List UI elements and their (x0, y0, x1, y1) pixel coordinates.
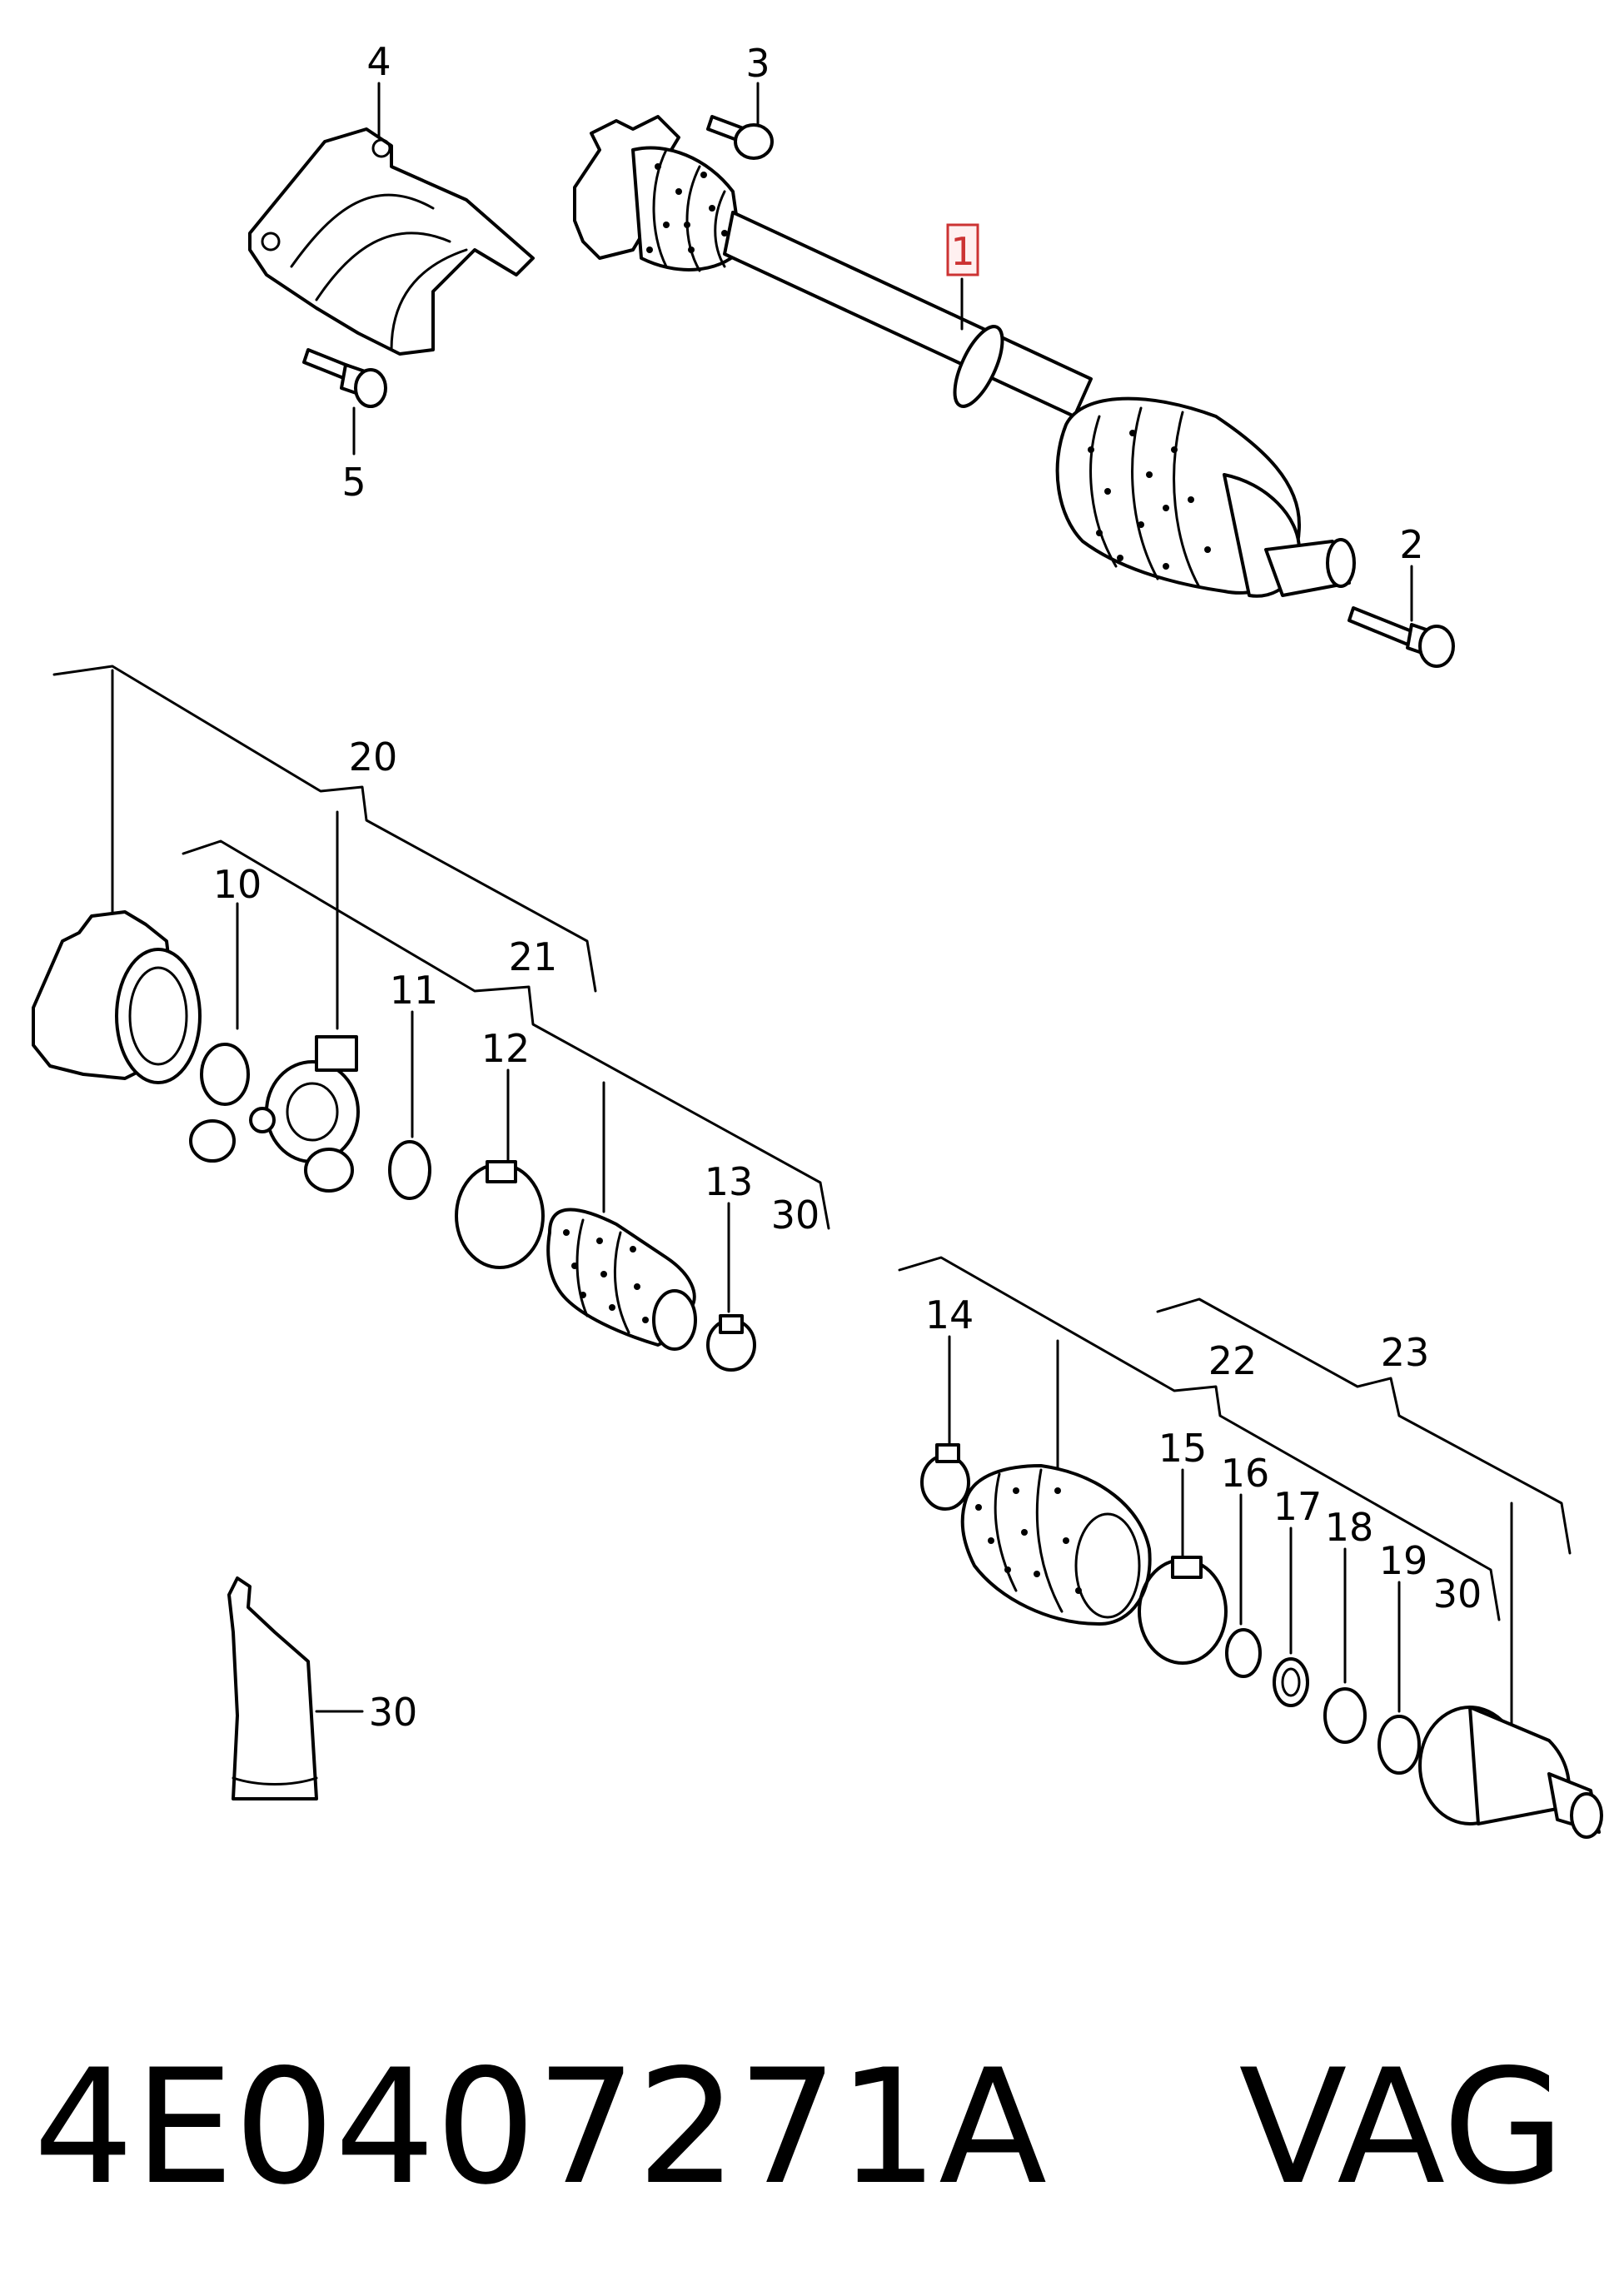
heat-shield-part-4 (248, 127, 535, 356)
callout-15: 15 (1158, 1426, 1208, 1471)
bracket-20 (52, 665, 597, 993)
clamp-part-13 (706, 1314, 756, 1372)
footer-caption: 4E0407271A VAG (33, 2032, 1599, 2224)
callout-18: 18 (1325, 1505, 1374, 1550)
callout-4: 4 (366, 39, 391, 84)
circlip-part-11 (388, 1140, 431, 1200)
callout-14: 14 (925, 1292, 974, 1337)
clamp-part-15 (1138, 1556, 1228, 1665)
callout-1-highlight-box (946, 223, 979, 276)
bolt-part-3 (706, 115, 774, 160)
callout-30-outer-kit: 30 (1433, 1571, 1482, 1616)
callout-12: 12 (481, 1026, 531, 1071)
brand-name: VAG (1238, 2035, 1566, 2219)
circlip-part-19 (1377, 1715, 1421, 1775)
callout-19: 19 (1379, 1538, 1428, 1583)
bracket-21 (182, 839, 830, 1230)
callout-23: 23 (1381, 1330, 1430, 1375)
bracket-23 (1156, 1297, 1572, 1555)
circlip-part-18 (1323, 1687, 1367, 1744)
callout-10: 10 (213, 862, 262, 907)
part-number: 4E0407271A (33, 2035, 1048, 2219)
callout-30-grease: 30 (369, 1690, 418, 1735)
callout-5: 5 (341, 460, 366, 505)
callout-17: 17 (1273, 1484, 1323, 1529)
callout-13: 13 (705, 1159, 754, 1204)
callout-20: 20 (349, 735, 398, 779)
bolt-part-5 (302, 348, 387, 408)
callout-16: 16 (1221, 1451, 1270, 1496)
callout-22: 22 (1208, 1338, 1258, 1383)
clamp-part-14 (920, 1443, 970, 1511)
callout-21: 21 (509, 934, 558, 979)
clamp-part-12 (455, 1160, 545, 1269)
callout-11: 11 (390, 968, 439, 1013)
drive-shaft-part-1 (573, 115, 1356, 598)
circlip-part-10 (200, 1043, 250, 1106)
callout-2: 2 (1399, 522, 1423, 567)
boot-part-21 (546, 1208, 697, 1351)
callout-3: 3 (745, 41, 770, 86)
tripod-joint (189, 1035, 360, 1193)
bracket-22 (898, 1256, 1501, 1621)
bolt-part-2 (1348, 606, 1455, 668)
joint-housing-flange (32, 910, 202, 1084)
ring-part-16 (1225, 1628, 1262, 1678)
callout-1: 1 (950, 229, 974, 274)
callout-30-inner-kit: 30 (771, 1193, 820, 1238)
outer-cv-joint-part-23 (1418, 1706, 1603, 1839)
grease-tube (227, 1576, 318, 1800)
boot-part-22 (960, 1464, 1152, 1626)
ring-part-17 (1273, 1657, 1309, 1707)
